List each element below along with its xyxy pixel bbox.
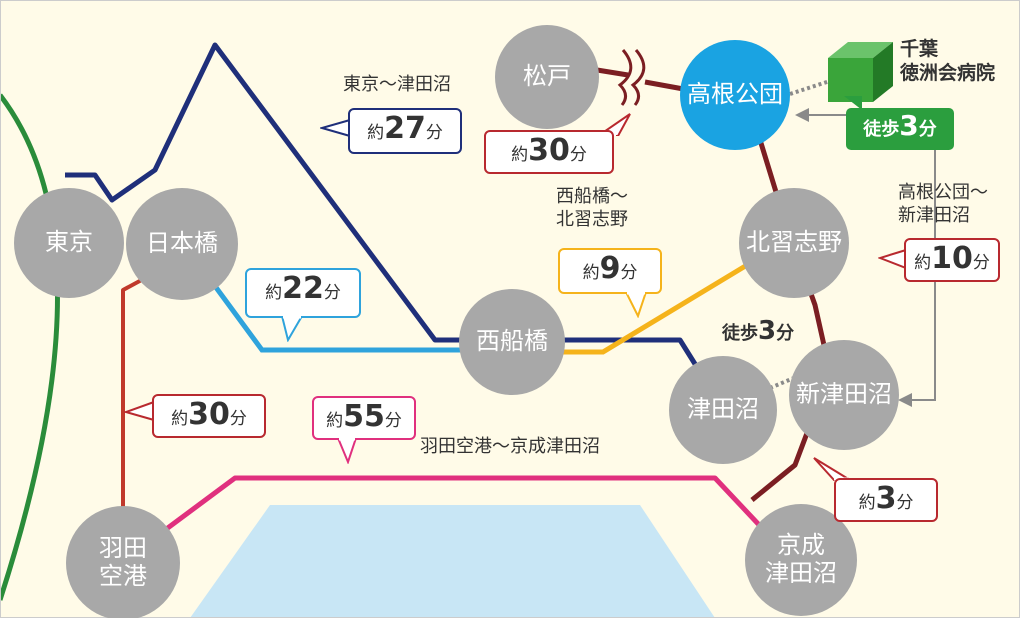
gray-arrowhead-top [795, 108, 809, 122]
walk-badge-tail [844, 96, 862, 110]
station-takanekodan[interactable]: 高根公団 [680, 40, 790, 150]
gray-arrowhead-bottom [898, 393, 912, 407]
bubble-tail-9 [624, 292, 648, 318]
asakusa-line-red [121, 268, 161, 510]
tokyo-bay-sea [190, 505, 715, 618]
nihonbashi-line-light-blue [209, 280, 500, 353]
bubble-tail-55 [336, 438, 358, 464]
station-tokyo[interactable]: 東京 [14, 188, 124, 298]
station-matsudo[interactable]: 松戸 [495, 25, 599, 129]
building-cube-icon [828, 42, 893, 102]
tozai-line-navy [65, 42, 703, 374]
bubble-tail-22 [280, 316, 304, 342]
route-label-tokyo-tsudanuma: 東京〜津田沼 [343, 74, 451, 95]
station-tsudanuma[interactable]: 津田沼 [669, 356, 777, 464]
toyo-line-orange [560, 259, 754, 355]
station-nishifunabashi[interactable]: 西船橋 [459, 289, 565, 395]
station-haneda-airport[interactable]: 羽田 空港 [66, 506, 180, 618]
route-label-nishifunabashi-kitanarashino: 西船橋〜 北習志野 [556, 186, 628, 230]
walk-dotted-hospital [789, 78, 834, 96]
jr-line-green [0, 93, 60, 601]
route-label-haneda-keisei: 羽田空港〜京成津田沼 [420, 436, 600, 457]
route-label-takane-shintsudanuma: 高根公団〜 新津田沼 [898, 182, 988, 226]
line-break-mark [617, 49, 646, 106]
station-shintsudanuma[interactable]: 新津田沼 [789, 340, 899, 450]
station-nihonbashi[interactable]: 日本橋 [126, 188, 238, 300]
shin-keisei-line-maroon [596, 67, 629, 78]
station-keisei-tsudanuma[interactable]: 京成 津田沼 [745, 504, 857, 616]
hospital-name: 千葉 徳洲会病院 [900, 38, 996, 84]
keisei-line-pink [163, 475, 764, 533]
station-kitanarashino[interactable]: 北習志野 [739, 188, 849, 298]
walk-dotted-tsudanuma [769, 370, 809, 390]
